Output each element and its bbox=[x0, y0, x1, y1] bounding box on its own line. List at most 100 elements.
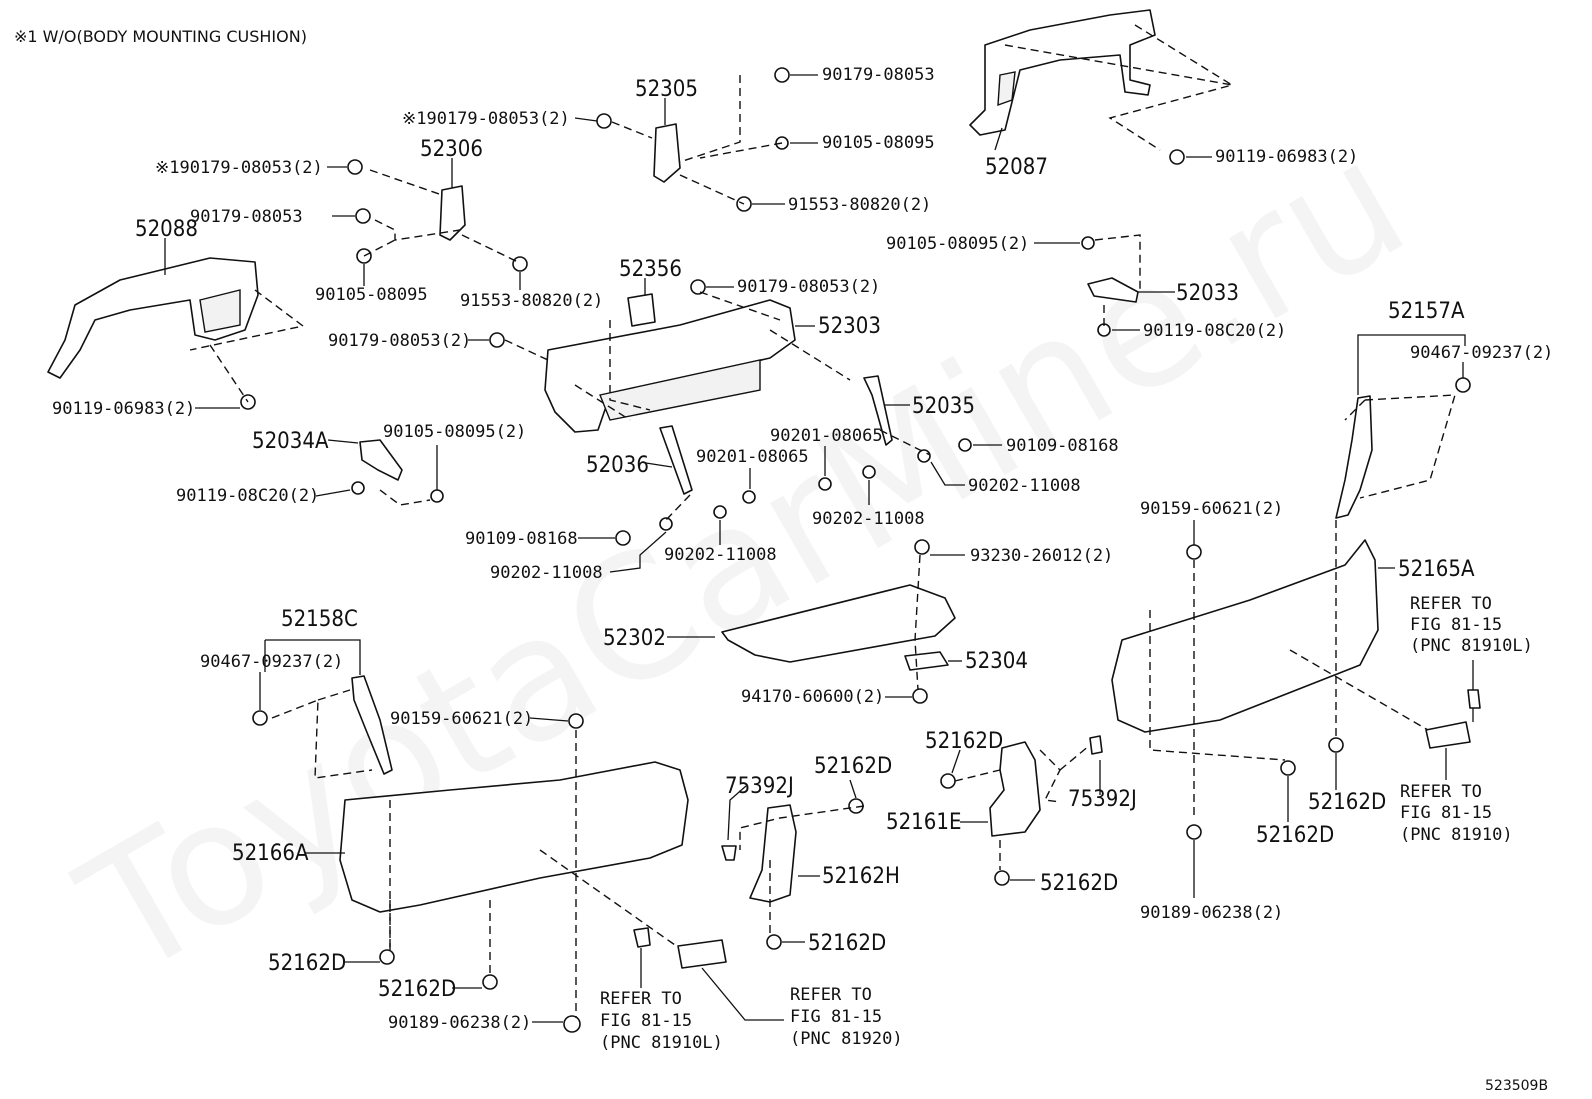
label-52165A: 52165A bbox=[1398, 557, 1475, 582]
label-90109-08168-a: 90109-08168 bbox=[1006, 436, 1119, 456]
part-52306-bracket bbox=[439, 185, 466, 241]
svg-text:FIG 81-15: FIG 81-15 bbox=[1400, 803, 1492, 823]
label-90119-06983-c: 90119-06983(2) bbox=[52, 399, 195, 419]
svg-text:(PNC 81910): (PNC 81910) bbox=[1400, 825, 1513, 845]
label-52034A: 52034A bbox=[252, 429, 329, 454]
label-52162D-h: 52162D bbox=[378, 977, 456, 1002]
label-91553-80820-a: 91553-80820(2) bbox=[788, 195, 931, 215]
part-52036-link bbox=[659, 425, 693, 495]
label-x190179-08053-a: ※190179-08053(2) bbox=[402, 109, 570, 129]
label-52306: 52306 bbox=[420, 137, 483, 162]
label-52035: 52035 bbox=[912, 394, 975, 419]
label-90105-08095-b: 90105-08095 bbox=[315, 285, 428, 305]
label-90119-06983-a: 90119-06983(2) bbox=[1215, 147, 1358, 167]
label-52162D-e: 52162D bbox=[1256, 823, 1334, 848]
label-52162D-b: 52162D bbox=[814, 754, 892, 779]
refer-block-81920: REFER TO FIG 81-15 (PNC 81920) bbox=[790, 985, 903, 1049]
label-90202-11008-b: 90202-11008 bbox=[812, 509, 925, 529]
part-52161E-corner bbox=[989, 741, 1041, 837]
label-90109-08168-b: 90109-08168 bbox=[465, 529, 578, 549]
label-90159-60621-b: 90159-60621(2) bbox=[390, 709, 533, 729]
label-90105-08095-d: 90105-08095(2) bbox=[383, 422, 526, 442]
label-90105-08095-a: 90105-08095 bbox=[822, 133, 935, 153]
svg-text:(PNC 81920): (PNC 81920) bbox=[790, 1029, 903, 1049]
part-52088-bracket bbox=[47, 257, 259, 379]
part-52035-link bbox=[863, 375, 893, 446]
label-90201-08065-b: 90201-08065 bbox=[696, 447, 809, 467]
part-52303-crossmember bbox=[544, 299, 796, 433]
part-52356-spring bbox=[627, 293, 656, 327]
label-90159-60621-a: 90159-60621(2) bbox=[1140, 499, 1283, 519]
part-52305-bracket bbox=[653, 123, 681, 183]
label-52303: 52303 bbox=[818, 314, 881, 339]
label-75392J-a: 75392J bbox=[725, 774, 794, 799]
svg-text:REFER TO: REFER TO bbox=[1400, 782, 1482, 802]
label-90179-08053-f: 90179-08053(2) bbox=[328, 331, 471, 351]
label-52158C: 52158C bbox=[281, 607, 358, 632]
label-52162D-c: 52162D bbox=[1040, 871, 1118, 896]
label-52162H: 52162H bbox=[822, 864, 900, 889]
reflector-left bbox=[677, 939, 727, 969]
svg-text:FIG 81-15: FIG 81-15 bbox=[1410, 615, 1502, 635]
label-90201-08065-a: 90201-08065 bbox=[770, 426, 883, 446]
label-90202-11008-d: 90202-11008 bbox=[664, 545, 777, 565]
svg-text:REFER TO: REFER TO bbox=[600, 989, 682, 1009]
part-52165A-bumper bbox=[1111, 539, 1379, 733]
label-90179-08053-a: 90179-08053 bbox=[822, 65, 935, 85]
label-52033: 52033 bbox=[1176, 281, 1239, 306]
dashed-assembly-lines bbox=[189, 24, 1456, 1018]
clip-ref-left bbox=[633, 927, 651, 948]
label-93230-26012: 93230-26012(2) bbox=[970, 546, 1113, 566]
label-52302: 52302 bbox=[603, 626, 666, 651]
part-52158C-side bbox=[351, 675, 393, 775]
label-52166A: 52166A bbox=[232, 841, 309, 866]
label-52162D-f: 52162D bbox=[1308, 790, 1386, 815]
part-52162H-corner bbox=[749, 804, 797, 903]
part-52033-bracket bbox=[1087, 277, 1139, 303]
label-91553-80820-b: 91553-80820(2) bbox=[460, 291, 603, 311]
part-52087-bracket bbox=[969, 9, 1156, 136]
refer-block-81910: REFER TO FIG 81-15 (PNC 81910) bbox=[1400, 782, 1513, 845]
refer-block-81910L-left: REFER TO FIG 81-15 (PNC 81910L) bbox=[600, 989, 723, 1053]
label-90119-08C20-d: 90119-08C20(2) bbox=[176, 486, 319, 506]
part-52157A-side bbox=[1335, 395, 1373, 519]
reflector-right bbox=[1425, 721, 1471, 749]
label-52036: 52036 bbox=[586, 453, 649, 478]
header-note: ※1 W/O(BODY MOUNTING CUSHION) bbox=[14, 27, 307, 46]
label-52162D-a: 52162D bbox=[925, 729, 1003, 754]
label-90189-06238-b: 90189-06238(2) bbox=[388, 1013, 531, 1033]
label-x190179-08053-b: ※190179-08053(2) bbox=[155, 158, 323, 178]
svg-text:(PNC 81910L): (PNC 81910L) bbox=[1410, 636, 1533, 656]
label-90105-08095-c: 90105-08095(2) bbox=[886, 234, 1029, 254]
label-52157A: 52157A bbox=[1388, 299, 1465, 324]
svg-text:(PNC 81910L): (PNC 81910L) bbox=[600, 1033, 723, 1053]
part-52034A-bracket bbox=[359, 439, 403, 481]
label-52305: 52305 bbox=[635, 77, 698, 102]
label-90467-09237-a: 90467-09237(2) bbox=[1410, 343, 1553, 363]
clip-75392J-right bbox=[1089, 735, 1103, 755]
label-52162D-g: 52162D bbox=[268, 951, 346, 976]
label-52161E: 52161E bbox=[886, 810, 961, 835]
svg-text:REFER TO: REFER TO bbox=[1410, 594, 1492, 614]
label-94170-60600: 94170-60600(2) bbox=[741, 687, 884, 707]
figure-code: 523509B bbox=[1485, 1078, 1548, 1094]
label-90179-08053-d: 90179-08053 bbox=[190, 207, 303, 227]
label-90202-11008-c: 90202-11008 bbox=[490, 563, 603, 583]
label-90189-06238-a: 90189-06238(2) bbox=[1140, 903, 1283, 923]
label-52304: 52304 bbox=[965, 649, 1028, 674]
label-90202-11008-a: 90202-11008 bbox=[968, 476, 1081, 496]
leader-lines bbox=[164, 74, 1474, 1023]
clip-75392J-left bbox=[721, 845, 737, 861]
label-52088: 52088 bbox=[135, 217, 198, 242]
part-52302-step bbox=[721, 584, 956, 663]
part-labels: 52087 90119-06983(2) 52305 90179-08053 9… bbox=[52, 65, 1553, 1033]
label-75392J-b: 75392J bbox=[1068, 787, 1137, 812]
refer-block-81910L-right: REFER TO FIG 81-15 (PNC 81910L) bbox=[1410, 594, 1533, 656]
svg-text:REFER TO: REFER TO bbox=[790, 985, 872, 1005]
label-90119-08C20-b: 90119-08C20(2) bbox=[1143, 321, 1286, 341]
svg-text:FIG 81-15: FIG 81-15 bbox=[790, 1007, 882, 1027]
label-52087: 52087 bbox=[985, 155, 1048, 180]
label-90467-09237-b: 90467-09237(2) bbox=[200, 652, 343, 672]
label-90179-08053-e: 90179-08053(2) bbox=[737, 277, 880, 297]
